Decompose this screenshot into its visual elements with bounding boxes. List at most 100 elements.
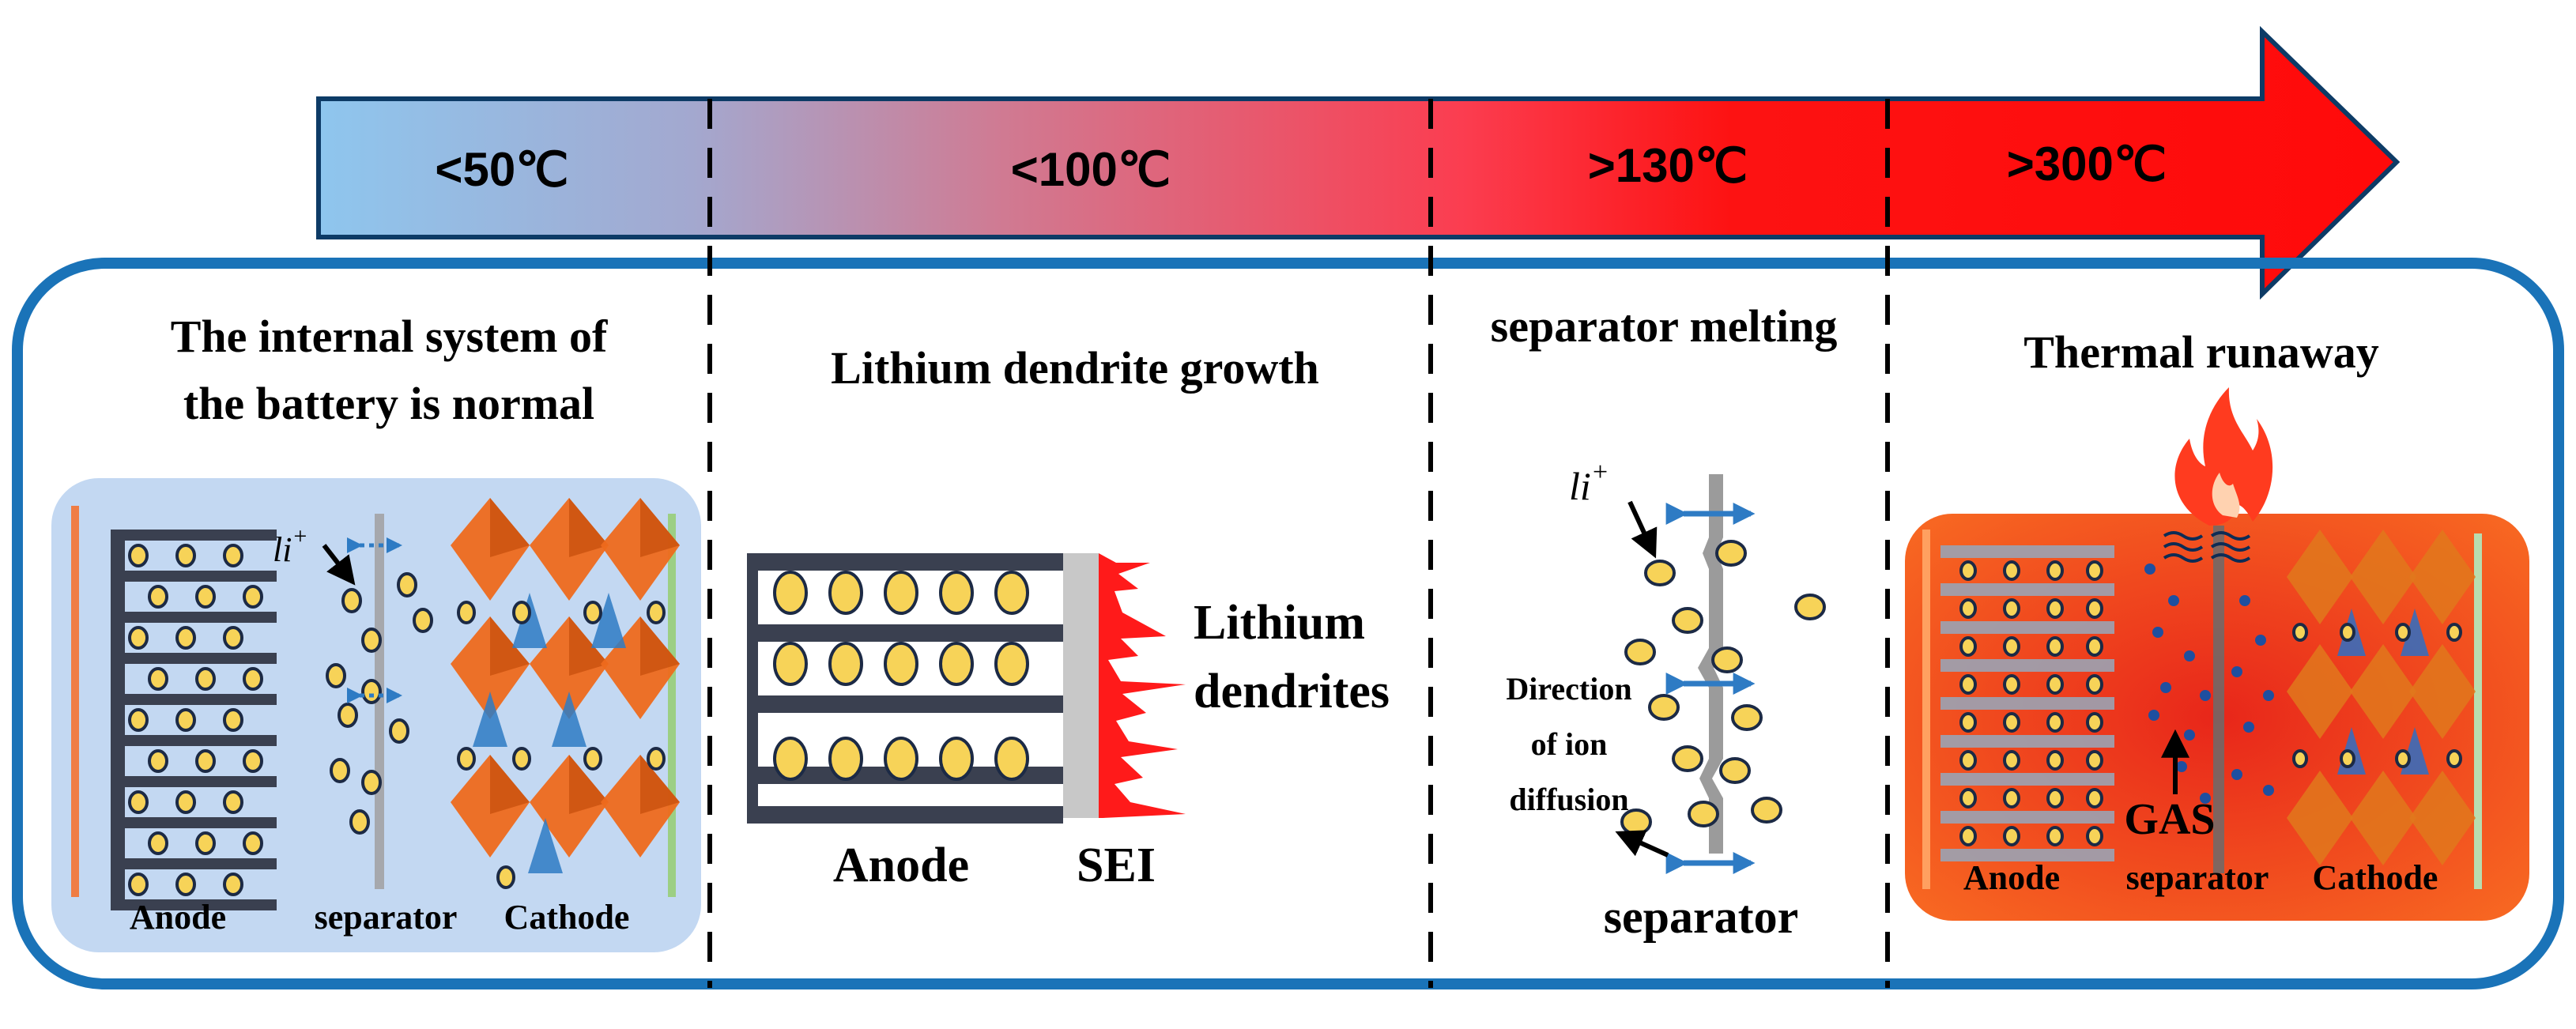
- normal-electrolyte-ions: [326, 537, 433, 835]
- cathode-facet: [490, 498, 530, 557]
- direction-label-line3: diffusion: [1509, 782, 1628, 817]
- cathode-facet: [569, 616, 609, 676]
- lithium-ion: [2046, 750, 2064, 771]
- lithium-ion: [884, 737, 918, 781]
- gas-bubbles: [2144, 564, 2274, 804]
- lithium-ion: [148, 749, 168, 773]
- anode-layer: [1940, 849, 2114, 861]
- lithium-dendrites-label-line2: dendrites: [1194, 665, 1390, 718]
- gas-bubble: [2263, 690, 2274, 701]
- panel-dendrite: Lithium dendrite growth Lithium dendrite…: [747, 342, 1390, 892]
- runaway-separator-label: separator: [2126, 858, 2269, 897]
- cathode-facet: [490, 616, 530, 676]
- runaway-title: Thermal runaway: [2023, 326, 2379, 378]
- cathode-octahedron: [2350, 530, 2416, 624]
- lithium-ion: [1959, 560, 1977, 581]
- lithium-ion: [2046, 636, 2064, 657]
- temp-label-300: >300℃: [2007, 138, 2167, 190]
- temp-label-130: >130℃: [1588, 139, 1748, 192]
- gas-bubble: [2184, 729, 2195, 741]
- normal-anode: [111, 530, 277, 910]
- lithium-ion: [884, 642, 918, 686]
- cathode-facet: [569, 498, 609, 557]
- lithium-ion: [2446, 623, 2462, 642]
- gas-bubble: [2148, 710, 2159, 721]
- lithium-ion: [361, 679, 382, 704]
- lithium-ion: [1648, 694, 1680, 721]
- lithium-ion: [223, 626, 243, 650]
- cathode-tetrahedron: [2401, 609, 2429, 656]
- cathode-tetrahedron: [473, 692, 507, 747]
- cathode-octahedron: [2409, 771, 2476, 865]
- lithium-ion: [2046, 560, 2064, 581]
- gas-bubble: [2168, 595, 2179, 606]
- lithium-ion: [341, 588, 362, 613]
- lithium-ion: [1959, 788, 1977, 808]
- runaway-separator: [2213, 526, 2224, 873]
- anode-layer: [111, 571, 277, 582]
- lithium-ion: [223, 873, 243, 896]
- anode-layer: [111, 612, 277, 623]
- flame-icon: [2174, 387, 2273, 526]
- gas-bubble: [2239, 595, 2250, 606]
- anode-layer: [1940, 773, 2114, 786]
- lithium-ion: [1959, 598, 1977, 619]
- sei-label: SEI: [1077, 839, 1156, 892]
- lithium-dendrites-label-line1: Lithium: [1194, 596, 1365, 650]
- lithium-ion: [195, 749, 216, 773]
- lithium-ion: [2003, 674, 2020, 695]
- lithium-ion: [175, 626, 196, 650]
- lithium-ion: [2046, 788, 2064, 808]
- cathode-tetrahedron: [528, 818, 563, 873]
- anode-layer: [747, 624, 1063, 642]
- lithium-ion: [994, 642, 1029, 686]
- runaway-anode: [1940, 545, 2114, 861]
- gas-bubble: [2255, 635, 2266, 646]
- dendrite-title: Lithium dendrite growth: [831, 342, 1319, 394]
- lithium-ion: [243, 831, 263, 855]
- dendrite-anode: [747, 553, 1063, 824]
- lithium-ion: [939, 571, 974, 615]
- anode-layer: [111, 694, 277, 705]
- gas-bubble: [2231, 666, 2242, 677]
- lithium-ion: [243, 585, 263, 609]
- panel-runaway: Thermal runaway GAS Anode separator Cath…: [1905, 326, 2529, 921]
- anode-layer: [1940, 811, 2114, 824]
- normal-title-line2: the battery is normal: [183, 378, 594, 429]
- normal-anode-collector: [71, 506, 79, 897]
- normal-cathode-collector: [668, 514, 676, 897]
- lithium-ion: [1715, 540, 1747, 567]
- lithium-ion: [1672, 745, 1703, 772]
- normal-title-line1: The internal system of: [171, 311, 608, 362]
- panel-melting: separator melting li+ Direction of ion d…: [1491, 300, 1838, 943]
- lithium-ion: [1731, 704, 1763, 731]
- direction-pointer: [1615, 830, 1669, 858]
- runaway-anode-label: Anode: [1963, 858, 2060, 897]
- lithium-ion: [2292, 623, 2308, 642]
- gas-wisps: [2163, 531, 2251, 563]
- melting-separator-label: separator: [1604, 891, 1799, 943]
- cathode-octahedron: [2409, 644, 2476, 739]
- lithium-ion: [2003, 636, 2020, 657]
- runaway-cathode-label: Cathode: [2313, 858, 2438, 897]
- lithium-ion: [223, 790, 243, 814]
- lithium-ion: [326, 663, 346, 688]
- temp-label-100: <100℃: [1011, 143, 1171, 196]
- runaway-anode-collector: [1922, 530, 1930, 889]
- lithium-ion: [1672, 607, 1703, 634]
- gas-bubble: [2160, 682, 2171, 693]
- temperature-arrow-shape: [316, 25, 2401, 300]
- direction-label-line1: Direction: [1506, 671, 1631, 707]
- lithium-ion: [361, 770, 382, 795]
- stage-dividers: [707, 99, 1890, 988]
- lithium-ion: [195, 667, 216, 691]
- cathode-facet: [569, 755, 609, 814]
- lithium-ion: [512, 747, 531, 771]
- gas-bubble: [2200, 690, 2211, 701]
- melting-separator: [1698, 474, 1723, 854]
- lithium-ion: [243, 667, 263, 691]
- gas-bubble: [2144, 564, 2155, 575]
- lithium-ion: [361, 628, 382, 653]
- lithium-ion: [1959, 826, 1977, 846]
- gas-bubble: [2184, 650, 2195, 662]
